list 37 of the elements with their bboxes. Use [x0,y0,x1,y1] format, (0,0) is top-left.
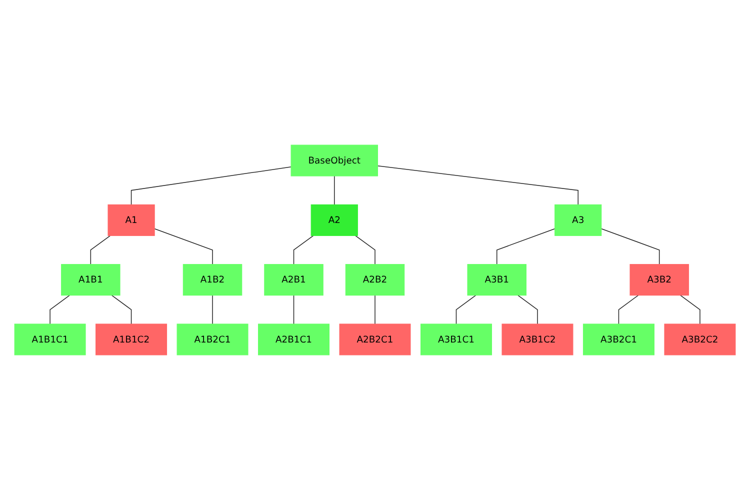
node-box: A3B2C2 [664,324,736,356]
connector [374,294,376,324]
node-box: A2 [310,204,358,236]
node-box: A1B1 [61,264,120,296]
connector [377,165,578,206]
connector [90,235,111,265]
node-box: A3B1C1 [420,324,492,356]
node-box: A1 [108,204,155,236]
node-box: A3B2C1 [582,324,654,356]
node-box: A1B2 [182,264,242,296]
node-box: A1B1C1 [14,324,86,356]
connector [50,294,70,324]
connector [496,228,556,265]
connector [293,294,294,324]
connector [154,228,213,265]
connector [680,294,700,324]
connector [456,294,476,324]
node-box: A3B1 [467,264,526,296]
node-box: A1B1C2 [96,324,168,356]
node-box: A2B1 [264,264,324,296]
node-box: BaseObject [290,144,378,176]
node-box: A2B2 [345,264,405,296]
connector [600,228,660,265]
connector [212,294,213,324]
node-box: A3B1C2 [502,324,574,356]
node-box: A1B2C1 [176,324,248,356]
node-box: A3 [554,204,602,236]
node-box: A2B1C1 [258,324,330,356]
connector [293,235,314,265]
connector [130,166,292,206]
connector [334,176,335,206]
connector [518,294,538,324]
connector [355,235,376,265]
connector [111,294,132,324]
connector [618,294,639,324]
node-box: A3B2 [630,264,689,296]
node-box: A2B2C1 [339,324,411,356]
